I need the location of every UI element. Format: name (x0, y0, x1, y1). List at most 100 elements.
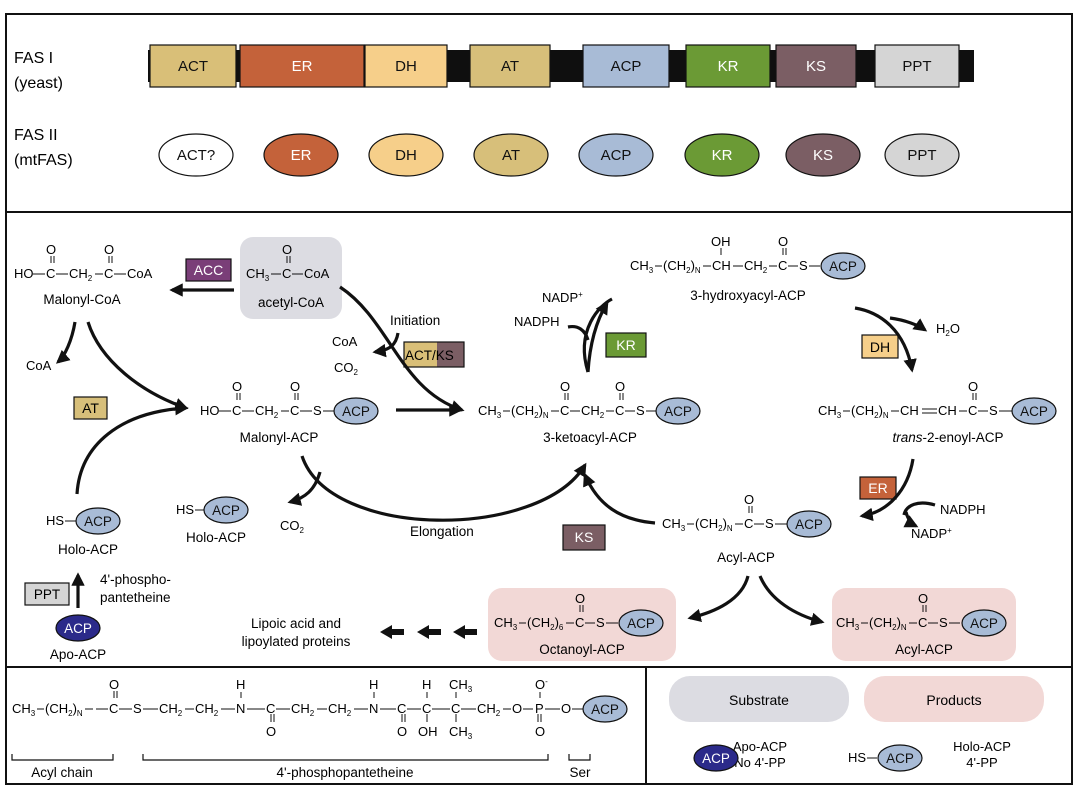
svg-text:N: N (236, 701, 245, 716)
svg-text:CH2: CH2 (255, 403, 279, 420)
svg-text:S: S (989, 403, 998, 418)
ppt-box (24, 582, 70, 606)
svg-text:O: O (575, 591, 585, 606)
svg-text:O: O (512, 701, 522, 716)
fas2-domain-dh (368, 133, 444, 177)
fas2-label: FAS II (14, 127, 58, 144)
holo-acp-name: Holo-ACP (58, 542, 118, 557)
svg-text:CH3: CH3 (494, 615, 518, 632)
acyl-acp-label: ACP (795, 517, 823, 532)
coa-at-label: CoA (26, 358, 52, 373)
legend-panel (645, 666, 1073, 785)
svg-text:CH3: CH3 (12, 701, 36, 718)
legend-hs: HS (848, 750, 866, 765)
svg-text:C: C (918, 615, 927, 630)
malonyl-acp-label: ACP (342, 404, 370, 419)
svg-text:C: C (232, 403, 241, 418)
fas1-domain-label: ACT (178, 58, 208, 75)
legend-holo-acp-label: ACP (886, 751, 914, 766)
ketoacyl-acp-oval (655, 397, 701, 425)
at-box (73, 396, 108, 420)
coa-released-label: CoA (332, 334, 358, 349)
acc-label: ACC (194, 262, 224, 278)
fas2-domain-label: ER (291, 147, 312, 164)
kr-box (605, 332, 647, 358)
malonyl-coa-name: Malonyl-CoA (43, 292, 120, 307)
svg-text:(CH2)N: (CH2)N (869, 615, 907, 632)
octanoyl-structure: CH3 (CH2)6 C O S (494, 591, 618, 632)
acc-box (185, 258, 232, 282)
svg-text:(CH2)6: (CH2)6 (527, 615, 564, 632)
domain-panel (5, 13, 1073, 213)
fas2-domain-ks (785, 133, 861, 177)
octanoyl-acp-label: ACP (627, 616, 655, 631)
ks-label: KS (575, 529, 594, 545)
fas1-domain-ppt (874, 44, 960, 88)
svg-text:C: C (575, 615, 584, 630)
dh-box (861, 334, 899, 359)
fas1-domain-label: KR (718, 58, 739, 75)
svg-text:(CH2)N: (CH2)N (663, 258, 701, 275)
dh-label: DH (870, 339, 890, 355)
svg-text:S: S (799, 258, 808, 273)
acyl2-acp-label: ACP (970, 616, 998, 631)
er-nadp-label: NADP+ (911, 526, 952, 541)
fas2-domain-label: KS (813, 147, 833, 164)
svg-text:CoA: CoA (127, 266, 153, 281)
svg-text:CH3: CH3 (478, 403, 502, 420)
fas2-domain-ppt (884, 133, 960, 177)
ser-label: Ser (569, 765, 591, 780)
fas1-domain-label: AT (501, 58, 519, 75)
malonyl-acp-oval (333, 397, 379, 425)
fas1-domain-ks (775, 44, 857, 88)
kr-nadph-label: NADPH (514, 314, 560, 329)
kr-label: KR (616, 337, 635, 353)
co2-initiation-label: CO2 (334, 360, 359, 377)
svg-text:C: C (290, 403, 299, 418)
fas2-domain-label: DH (395, 147, 417, 164)
fas2-domain-kr (684, 133, 760, 177)
svg-text:CH2: CH2 (69, 266, 93, 283)
hydroxyacyl-acp-label: ACP (829, 259, 857, 274)
apo-desc-1: Apo-ACP (733, 739, 787, 754)
svg-text:O: O (918, 591, 928, 606)
svg-text:O: O (397, 724, 407, 739)
enoyl-structure: CH3 (CH2)N CH CH C O S (818, 379, 1012, 420)
acyl-chain-label: Acyl chain (31, 765, 93, 780)
svg-text:CH3: CH3 (246, 266, 270, 283)
svg-text:CH2: CH2 (477, 701, 501, 718)
enoyl-acp-oval (1011, 397, 1057, 425)
svg-text:C: C (266, 701, 275, 716)
phosphopantetheine-label: 4'-phosphopantetheine (277, 765, 414, 780)
svg-text:C: C (46, 266, 55, 281)
act-box (404, 342, 437, 367)
fas2-sub: (mtFAS) (14, 152, 73, 169)
svg-text:HO: HO (200, 403, 220, 418)
svg-text:H: H (369, 677, 378, 692)
svg-text:(CH2)N: (CH2)N (695, 516, 733, 533)
svg-text:CH2: CH2 (744, 258, 768, 275)
apo-desc-2: No 4'-PP (734, 755, 786, 770)
lipoic-label-1: Lipoic acid and (251, 616, 341, 631)
svg-text:C: C (109, 701, 118, 716)
svg-text:O: O (232, 379, 242, 394)
acetyl-coa-structure: CH3 C O CoA (246, 242, 330, 283)
acyl-acp-name: Acyl-ACP (717, 550, 775, 565)
svg-text:CH: CH (938, 403, 957, 418)
acyl2-structure: CH3 (CH2)N C O S (836, 591, 960, 632)
phosphopant-label-1: 4'-phospho- (100, 572, 171, 587)
fas1-domain-dh (364, 44, 448, 88)
svg-text:CH3: CH3 (449, 724, 473, 741)
acyl-acp-oval (786, 510, 832, 538)
svg-text:CoA: CoA (304, 266, 330, 281)
svg-text:C: C (968, 403, 977, 418)
svg-text:O: O (744, 492, 754, 507)
er-nadph-label: NADPH (940, 502, 986, 517)
substrate-legend-label: Substrate (729, 692, 789, 708)
holo-desc-2: 4'-PP (966, 755, 997, 770)
malonyl-acp-name: Malonyl-ACP (240, 430, 319, 445)
act-ks-border (403, 341, 465, 368)
enoyl-acp-label: ACP (1020, 404, 1048, 419)
